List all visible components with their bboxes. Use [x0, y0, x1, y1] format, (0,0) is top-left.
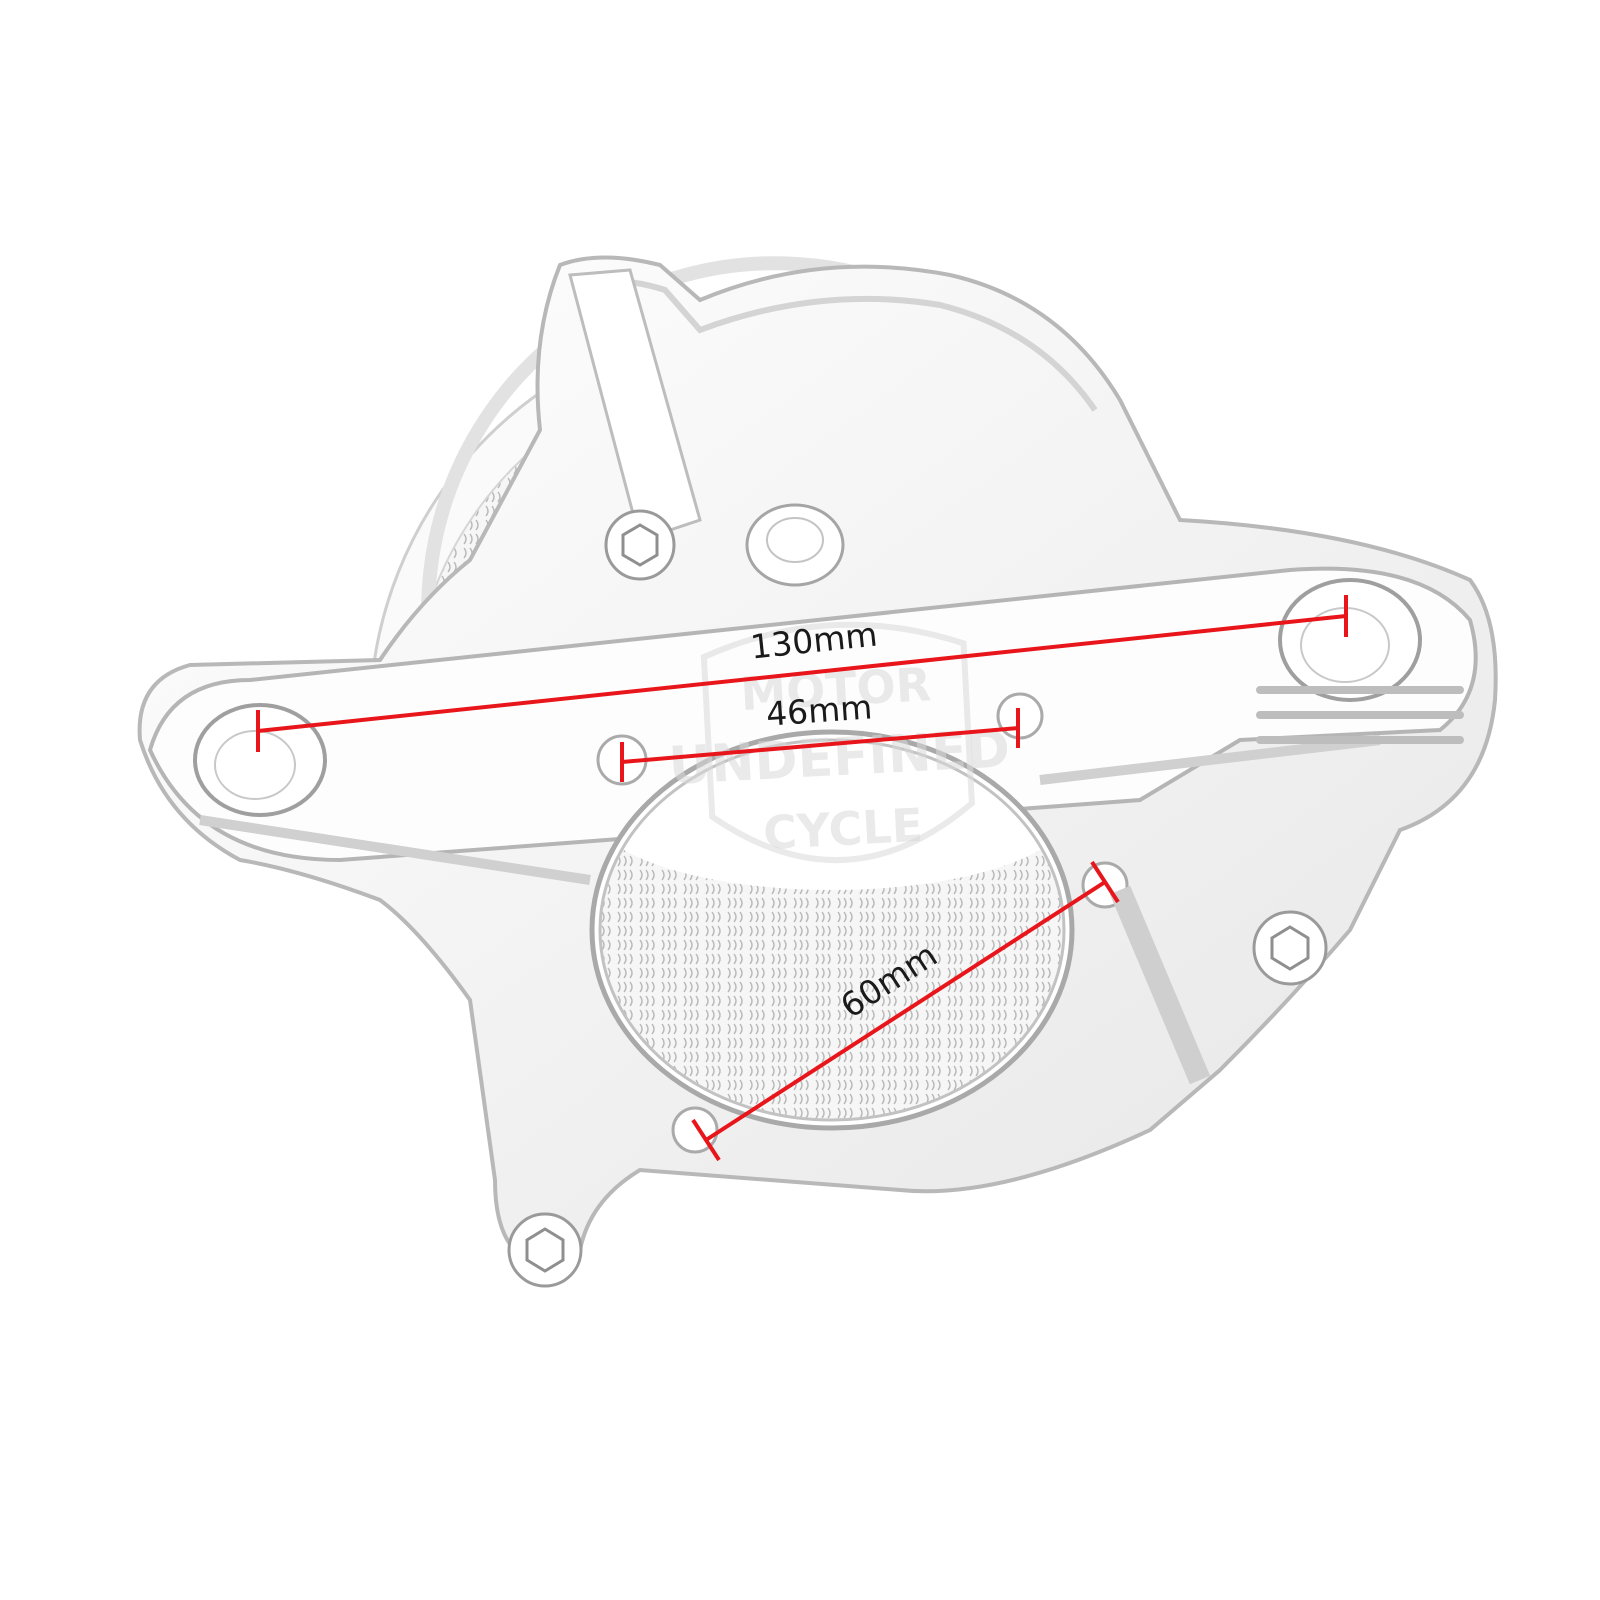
dimension-label-46mm: 46mm	[765, 687, 874, 733]
right-mount-hole	[1278, 578, 1422, 702]
svg-text:CYCLE: CYCLE	[762, 798, 925, 860]
bolt-bottom-left	[507, 1212, 583, 1288]
dimension-46mm: 46mm	[620, 687, 1020, 782]
bolt-right	[1252, 910, 1328, 986]
top-arm	[568, 268, 702, 542]
intake-opening	[589, 729, 1075, 1131]
bolt-top	[604, 509, 676, 581]
right-rails	[1109, 686, 1464, 1085]
boss-top	[745, 503, 845, 587]
left-mount-hole	[193, 703, 327, 817]
svg-text:MOTOR: MOTOR	[739, 657, 932, 721]
mount-bar	[147, 566, 1478, 885]
